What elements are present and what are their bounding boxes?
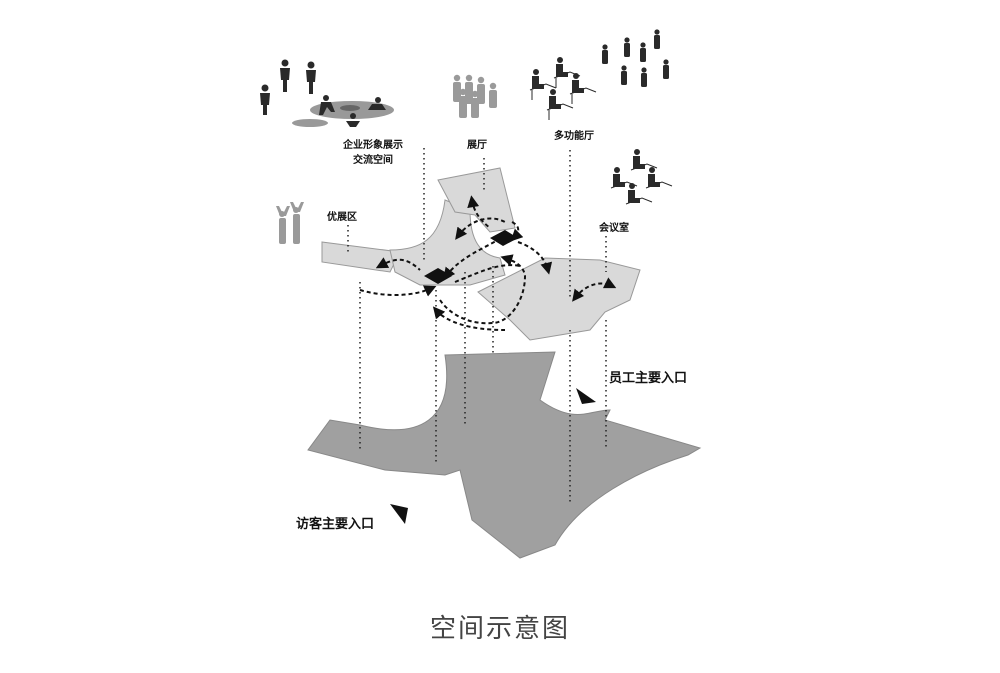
people-seated-multifunction: [529, 57, 597, 120]
people-hall-crowd: [453, 74, 497, 118]
staff-entrance-triangle-icon: [576, 388, 596, 404]
core-block-icon: [490, 230, 518, 246]
diagram-caption: 空间示意图: [429, 614, 570, 644]
label-corporate-display: 企业形象展示: [343, 140, 403, 151]
people-seated-meeting: [610, 149, 673, 205]
label-multi-function-hall: 多功能厅: [554, 131, 594, 142]
label-staff-entrance: 员工主要入口: [609, 371, 688, 386]
visitor-entrance-triangle-icon: [390, 504, 408, 524]
people-excellence-group: [276, 202, 304, 244]
ground-plate: [307, 351, 702, 559]
people-standing-group: [602, 29, 669, 87]
label-exchange-space: 交流空间: [353, 155, 393, 166]
people-display-group: [260, 59, 394, 127]
label-meeting-room: 会议室: [599, 223, 629, 234]
floor-panel-left: [321, 241, 401, 273]
label-excellence-area: 优展区: [327, 212, 357, 223]
label-hall: 展厅: [467, 140, 487, 151]
circulation-arrows: [359, 195, 617, 331]
vertical-guides: [347, 148, 607, 505]
label-visitor-entrance: 访客主要入口: [296, 517, 375, 532]
